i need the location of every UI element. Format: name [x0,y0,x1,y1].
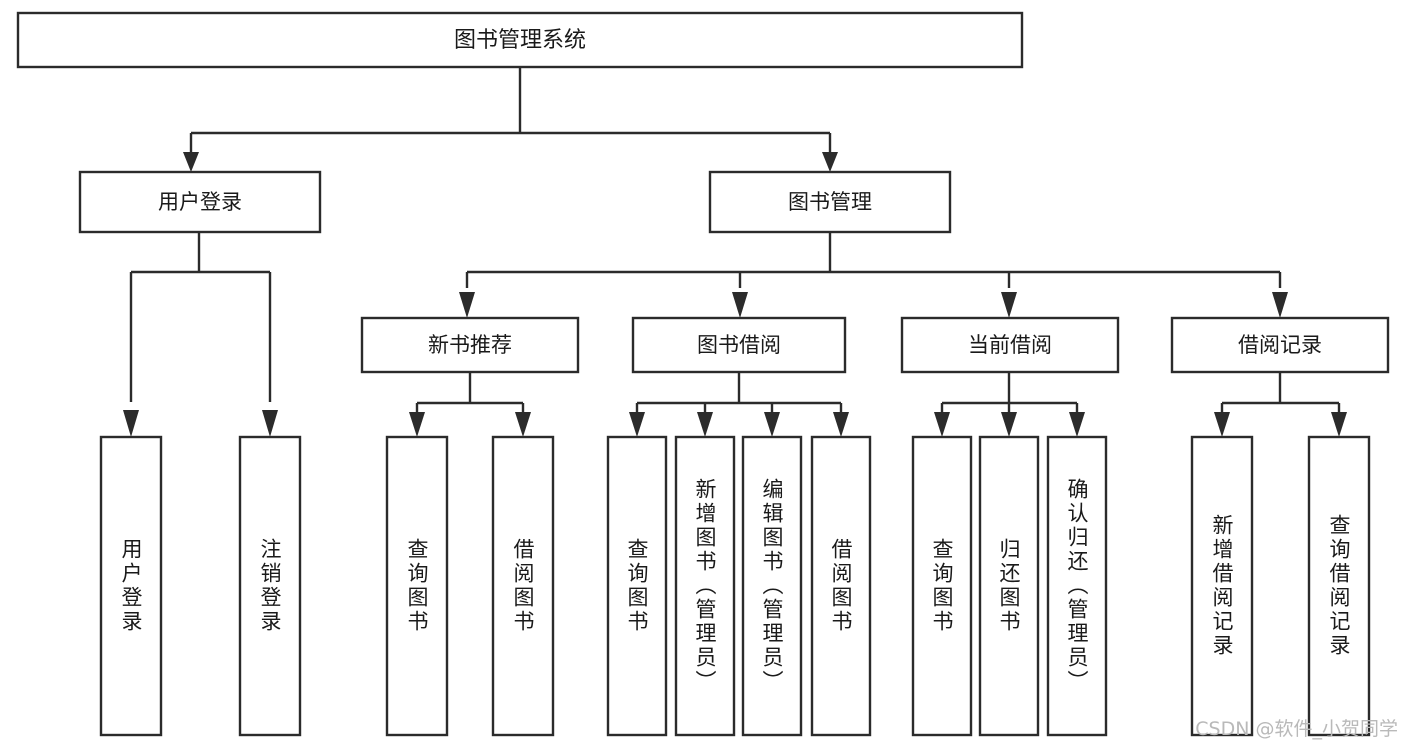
arrow-to-leaf-query-record [1331,412,1347,437]
node-new-book-recommend[interactable]: 新书推荐 [360,316,580,374]
leaf-add-borrow-record[interactable]: 新增借阅记录 [1190,435,1254,737]
node-borrow-record-box[interactable] [1170,316,1390,374]
connectors-root-to-level2 [183,68,838,172]
arrow-to-leaf-user-login [123,410,139,437]
node-book-borrow[interactable]: 图书借阅 [631,316,847,374]
leaf-edit-book-label: 编辑图书（管理员） [760,478,784,694]
leaf-return-book-box[interactable] [978,435,1040,737]
leaf-borrow-book[interactable]: 借阅图书 [810,435,872,737]
node-book-borrow-label: 图书借阅 [697,333,781,357]
arrow-to-book-manage [822,152,838,172]
node-new-book-recommend-box[interactable] [360,316,580,374]
node-current-borrow[interactable]: 当前借阅 [900,316,1120,374]
leaf-query-book-current-label: 查询图书 [930,538,954,634]
leaf-query-book-recommend[interactable]: 查询图书 [385,435,449,737]
leaf-edit-book[interactable]: 编辑图书（管理员） [741,435,803,737]
leaf-return-book[interactable]: 归还图书 [978,435,1040,737]
leaf-add-borrow-record-label: 新增借阅记录 [1210,514,1234,658]
node-new-book-recommend-label: 新书推荐 [428,333,512,357]
connectors-borrow-record-to-leaves [1214,372,1347,437]
node-user-login-label: 用户登录 [158,190,242,214]
leaf-confirm-return-box[interactable] [1046,435,1108,737]
leaf-query-borrow-record[interactable]: 查询借阅记录 [1307,435,1371,737]
leaf-query-book-borrow-box[interactable] [606,435,668,737]
node-user-login-box[interactable] [78,170,322,234]
arrow-to-leaf-add-record [1214,412,1230,437]
leaf-query-book-current[interactable]: 查询图书 [911,435,973,737]
leaf-query-borrow-record-box[interactable] [1307,435,1371,737]
arrow-to-leaf-logout [262,410,278,437]
arrow-to-leaf-query-book-1 [409,412,425,437]
node-borrow-record[interactable]: 借阅记录 [1170,316,1390,374]
leaf-user-login[interactable]: 用户登录 [99,435,163,737]
leaf-logout[interactable]: 注销登录 [238,435,302,737]
leaf-borrow-book-recommend-label: 借阅图书 [511,538,535,634]
node-root-label: 图书管理系统 [454,28,586,53]
arrow-to-new-book-recommend [459,292,475,318]
connector-book-manage-branch [465,232,1282,288]
leaf-confirm-return[interactable]: 确认归还（管理员） [1046,435,1108,737]
leaf-logout-label: 注销登录 [258,538,282,634]
node-book-borrow-box[interactable] [631,316,847,374]
leaf-logout-box[interactable] [238,435,302,737]
node-book-manage-label: 图书管理 [788,190,872,214]
arrow-to-user-login [183,152,199,172]
leaf-confirm-return-label: 确认归还（管理员） [1065,478,1089,694]
node-book-manage-box[interactable] [708,170,952,234]
arrow-to-leaf-return-book [1001,412,1017,437]
connectors-book-borrow-to-leaves [629,372,849,437]
node-root-box[interactable] [16,11,1024,69]
leaf-query-book-current-box[interactable] [911,435,973,737]
leaf-query-book-recommend-label: 查询图书 [405,538,429,634]
arrow-to-leaf-query-book-2 [629,412,645,437]
leaf-edit-book-box[interactable] [741,435,803,737]
node-root[interactable]: 图书管理系统 [16,11,1024,69]
connector-current-borrow-branch [940,372,1079,413]
connector-user-login-branch [129,232,272,402]
connectors-current-borrow-to-leaves [934,372,1085,437]
connectors-new-book-recommend-to-leaves [409,372,531,437]
arrow-to-leaf-borrow-book-2 [833,412,849,437]
leaf-borrow-book-recommend[interactable]: 借阅图书 [491,435,555,737]
arrow-to-book-borrow [732,292,748,318]
connectors-user-login-to-leaves [123,232,278,437]
leaf-add-book[interactable]: 新增图书（管理员） [674,435,736,737]
leaf-user-login-box[interactable] [99,435,163,737]
leaf-borrow-book-label: 借阅图书 [829,538,853,634]
leaf-query-book-borrow-label: 查询图书 [625,538,649,634]
arrow-to-leaf-edit-book [764,412,780,437]
leaf-borrow-book-box[interactable] [810,435,872,737]
node-borrow-record-label: 借阅记录 [1238,333,1322,357]
leaf-query-borrow-record-label: 查询借阅记录 [1327,514,1351,658]
node-book-manage[interactable]: 图书管理 [708,170,952,234]
arrow-to-leaf-borrow-book-1 [515,412,531,437]
leaf-add-book-box[interactable] [674,435,736,737]
arrow-to-leaf-query-book-3 [934,412,950,437]
leaf-query-book-borrow[interactable]: 查询图书 [606,435,668,737]
arrow-to-leaf-add-book [697,412,713,437]
connector-borrow-record-branch [1220,372,1341,413]
leaf-borrow-book-recommend-box[interactable] [491,435,555,737]
leaf-return-book-label: 归还图书 [997,538,1021,634]
connector-root-branch [189,68,832,158]
node-current-borrow-label: 当前借阅 [968,333,1052,357]
leaf-query-book-recommend-box[interactable] [385,435,449,737]
leaf-add-borrow-record-box[interactable] [1190,435,1254,737]
arrow-to-leaf-confirm-return [1069,412,1085,437]
leaf-add-book-label: 新增图书（管理员） [693,478,717,694]
connectors-book-manage-to-level3 [459,232,1288,318]
arrow-to-borrow-record [1272,292,1288,318]
leaf-user-login-label: 用户登录 [119,538,143,634]
arrow-to-current-borrow [1001,292,1017,318]
connector-new-book-branch [415,372,525,413]
connector-book-borrow-branch [635,372,843,413]
node-user-login[interactable]: 用户登录 [78,170,322,234]
node-current-borrow-box[interactable] [900,316,1120,374]
csdn-watermark: CSDN @软件_小贺同学 [1195,718,1398,740]
